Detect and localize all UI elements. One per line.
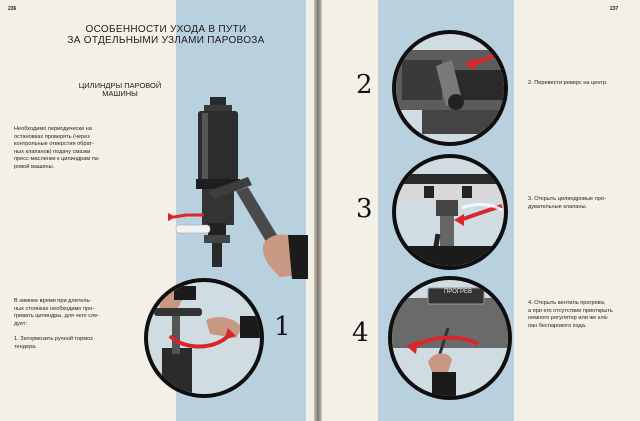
text-line: дует:: [14, 320, 28, 327]
text-line: остановках проверять (через: [14, 133, 90, 140]
page-number-left: 236: [8, 6, 17, 12]
title-line-1: ОСОБЕННОСТИ УХОДА В ПУТИ: [85, 24, 247, 35]
step-3-number: 3: [356, 194, 373, 224]
text-line: контрольные отверстия обрат-: [14, 141, 94, 148]
valve-label: ПРОГРЕВ: [443, 289, 473, 295]
section-subtitle: ЦИЛИНДРЫ ПАРОВОЙ МАШИНЫ: [70, 82, 170, 98]
subtitle-line-2: МАШИНЫ: [102, 89, 138, 98]
step-4-circle: ПРОГРЕВ: [388, 276, 512, 400]
text-line: ровой машины.: [14, 163, 55, 170]
text-line: а при его отсутствии приоткрыть: [528, 307, 613, 314]
text-line: немного регулятор или же кла-: [528, 315, 609, 322]
text-line: 2. Перевести реверс на центр.: [528, 80, 608, 86]
left-page: 236 ОСОБЕННОСТИ УХОДА В ПУТИ ЗА ОТДЕЛЬНЫ…: [0, 0, 314, 421]
step-1-text: 1. Затормозить ручной тормоз тендера.: [14, 336, 134, 351]
step-1-number: 1: [274, 312, 291, 342]
text-line: ных клапанов) подачу смазки: [14, 148, 91, 155]
title-line-2: ЗА ОТДЕЛЬНЫМИ УЗЛАМИ ПАРОВОЗА: [67, 35, 265, 46]
text-line: пан беспарового хода.: [528, 322, 587, 329]
drain-valve-illustration: [396, 174, 504, 266]
step-4-text: 4. Открыть вентиль прогрева, а при его о…: [528, 300, 638, 330]
text-line: 4. Открыть вентиль прогрева,: [528, 300, 606, 306]
step-3-circle: [392, 154, 508, 270]
step-2-circle: [392, 30, 508, 146]
paragraph-lubrication: Необходимо периодически на остановках пр…: [14, 126, 122, 172]
step-2-text: 2. Перевести реверс на центр.: [528, 80, 636, 88]
text-line: гревать цилиндры, для чего сле-: [14, 313, 100, 320]
lubricator-illustration: [168, 97, 308, 279]
text-line: 1. Затормозить ручной тормоз: [14, 336, 93, 342]
text-line: пресс-масленки к цилиндрам па-: [14, 156, 100, 163]
subtitle-line-1: ЦИЛИНДРЫ ПАРОВОЙ: [78, 81, 162, 90]
text-line: В зимнее время при длитель-: [14, 298, 92, 304]
page-title: ОСОБЕННОСТИ УХОДА В ПУТИ ЗА ОТДЕЛЬНЫМИ У…: [56, 24, 276, 46]
text-line: Необходимо периодически на: [14, 126, 92, 132]
handbrake-illustration: [154, 286, 260, 394]
text-line: дувательные клапаны.: [528, 203, 588, 210]
right-page: 237 2 2. Перевести реверс на центр. 3: [322, 0, 640, 421]
reverse-lever-illustration: [396, 50, 504, 134]
text-line: тендера.: [14, 343, 37, 350]
paragraph-winter: В зимнее время при длитель- ных стоянках…: [14, 298, 134, 328]
step-2-number: 2: [356, 70, 373, 100]
step-1-circle: [144, 278, 264, 398]
step-3-text: 3. Открыть цилиндровые про- дувательные …: [528, 196, 636, 211]
book-gutter: [314, 0, 322, 421]
text-line: ных стоянках необходимо про-: [14, 305, 95, 312]
step-4-number: 4: [352, 318, 369, 348]
text-line: 3. Открыть цилиндровые про-: [528, 196, 606, 202]
heating-valve-illustration: [392, 287, 508, 396]
page-number-right: 237: [610, 6, 619, 12]
